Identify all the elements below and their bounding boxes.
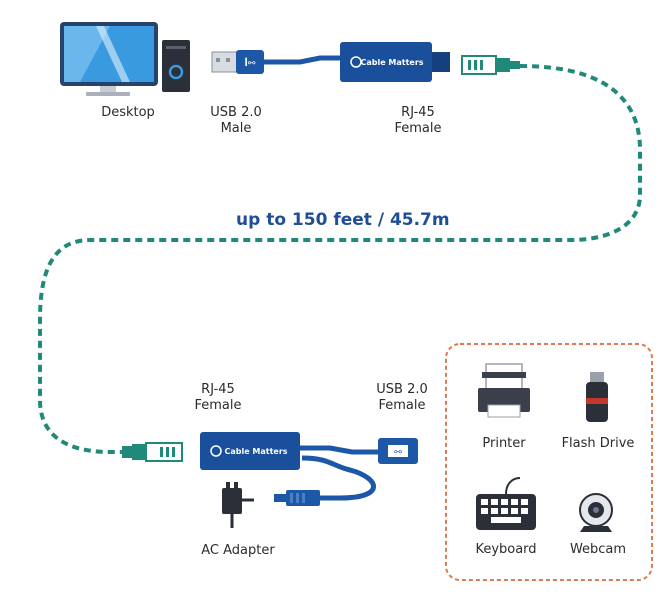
ethernet-cable-path xyxy=(38,64,642,454)
usb-male-label: USB 2.0 Male xyxy=(196,105,276,137)
device-label-printer: Printer xyxy=(482,436,526,451)
rj45-top-label-line2: Female xyxy=(394,121,442,136)
desktop-monitor-icon xyxy=(60,22,158,96)
usb-male-label-line2: Male xyxy=(220,121,252,136)
rj45-top-label: RJ-45 Female xyxy=(378,105,458,137)
desktop-tower-icon xyxy=(162,40,190,92)
ac-adapter-icon xyxy=(222,482,254,528)
usb-male-connector-icon: ꟾ⚯ xyxy=(211,50,342,74)
usb-male-label-line1: USB 2.0 xyxy=(210,105,262,120)
device-label-keyboard: Keyboard xyxy=(475,542,537,557)
device-label-webcam: Webcam xyxy=(569,542,627,557)
rj45-plug-top-icon xyxy=(461,55,520,75)
usb-female-connector-icon: ⚯ xyxy=(378,438,418,464)
webcam-icon xyxy=(579,493,613,532)
rj45-bottom-label-line2: Female xyxy=(194,398,242,413)
usb-female-label: USB 2.0 Female xyxy=(362,382,442,414)
device-label-flash-drive: Flash Drive xyxy=(561,436,635,451)
devices-box xyxy=(445,343,653,581)
brand-label-top: Cable Matters xyxy=(360,58,423,67)
flash-drive-icon xyxy=(586,372,608,422)
power-split-cable xyxy=(301,455,376,501)
desktop-label: Desktop xyxy=(101,105,155,120)
ac-adapter-label: AC Adapter xyxy=(201,543,275,558)
usb-cable-to-female xyxy=(300,445,380,455)
usb-female-label-line1: USB 2.0 xyxy=(376,382,428,397)
brand-label-bottom: Cable Matters xyxy=(224,447,287,456)
usb-female-label-line2: Female xyxy=(378,398,426,413)
power-plug-icon xyxy=(274,490,320,506)
printer-icon xyxy=(478,363,530,418)
transmitter-box: Cable Matters xyxy=(340,42,450,82)
svg-text:⚯: ⚯ xyxy=(394,448,402,458)
receiver-box: Cable Matters xyxy=(200,432,300,470)
rj45-bottom-label-line1: RJ-45 xyxy=(201,382,235,397)
svg-text:ꟾ⚯: ꟾ⚯ xyxy=(245,57,256,69)
keyboard-icon xyxy=(476,477,536,530)
rj45-top-label-line1: RJ-45 xyxy=(401,105,435,120)
rj45-bottom-label: RJ-45 Female xyxy=(178,382,258,414)
distance-label: up to 150 feet / 45.7m xyxy=(236,210,450,230)
rj45-plug-bottom-icon xyxy=(122,442,183,462)
